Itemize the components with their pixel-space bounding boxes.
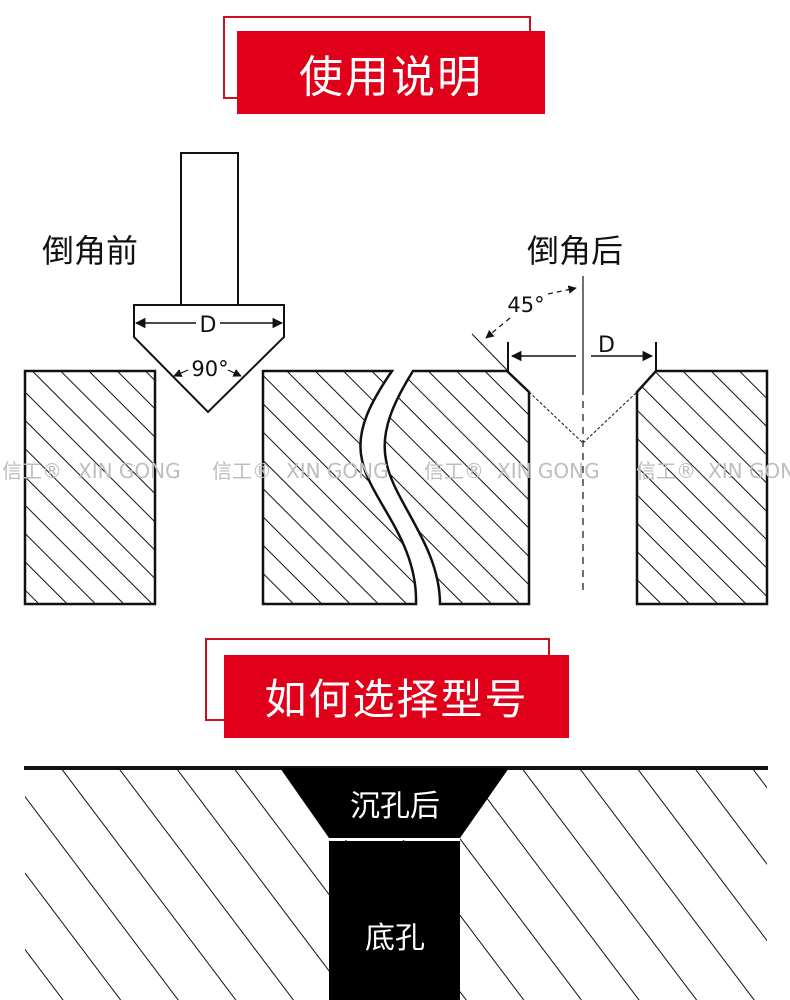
workpiece-block-left: [23, 369, 157, 606]
tool-shank: [180, 152, 239, 306]
watermark-brand-cn: 信工®: [212, 459, 272, 483]
label-before-chamfer: 倒角前: [42, 232, 138, 270]
workpiece-block-middle-right: [383, 369, 531, 606]
watermark-brand-cn: 信工®: [636, 459, 696, 483]
section-title-usage: 使用说明: [237, 31, 545, 114]
chamfer-cone-line-left: [528, 391, 584, 444]
countersink-label: 沉孔后: [350, 789, 440, 824]
chamfer-diameter-label: D: [598, 333, 615, 358]
watermark-row: 信工® XIN GONG 信工® XIN GONG 信工® XIN GONG 信…: [2, 459, 790, 483]
watermark-brand-en: XIN GONG: [78, 459, 181, 483]
watermark-brand-en: XIN GONG: [286, 459, 389, 483]
label-after-chamfer: 倒角后: [527, 232, 623, 270]
tool-angle-arrow-right: [227, 369, 242, 377]
watermark-brand-cn: 信工®: [424, 459, 484, 483]
tool-cutting-head: [133, 304, 285, 414]
watermark-brand-en: XIN GONG: [708, 459, 790, 483]
tool-angle-label: 90°: [191, 357, 228, 381]
workpiece-block-middle-left: [261, 369, 418, 606]
watermark-brand-en: XIN GONG: [497, 459, 600, 483]
section-title-selection: 如何选择型号: [224, 655, 569, 738]
bottom-hole-label: 底孔: [365, 921, 425, 956]
chamfer-extension-line: [471, 333, 509, 372]
chamfer-angle-arrow-right: [547, 285, 577, 295]
watermark-brand-cn: 信工®: [2, 459, 62, 483]
chamfer-angle-label: 45°: [507, 293, 544, 317]
tool-diameter-label: D: [200, 313, 217, 338]
bottom-hole-cavity: [329, 841, 460, 1000]
countersink-cavity: [280, 768, 509, 838]
tool-angle-arrow-left: [173, 369, 189, 377]
chamfer-cone-line-right: [582, 391, 638, 444]
chamfer-angle-arrow-left: [485, 317, 511, 339]
workpiece-block-right: [635, 369, 769, 606]
